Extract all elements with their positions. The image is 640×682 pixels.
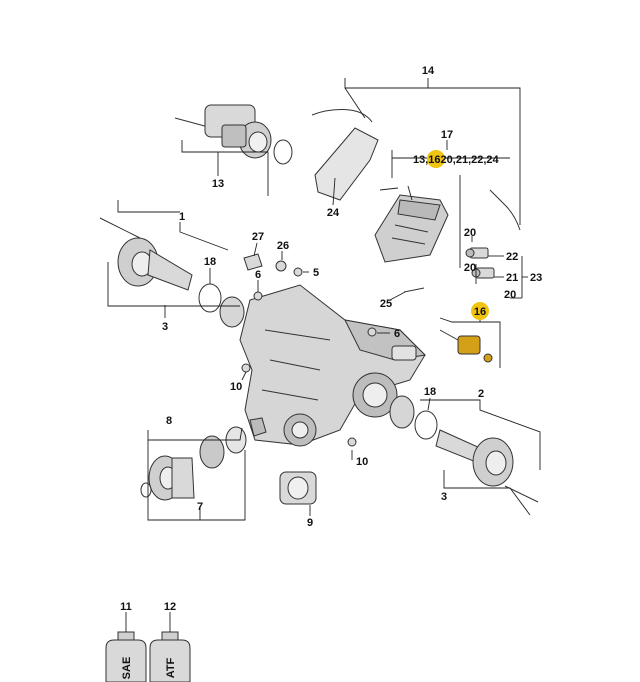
callout-1[interactable]: 1	[179, 211, 185, 223]
right-circlip[interactable]	[414, 410, 438, 440]
oil-bottle-sae[interactable]: SAE	[105, 631, 147, 682]
oil-bottle-atf[interactable]: ATF	[149, 631, 191, 682]
drain-screw-10b[interactable]	[347, 437, 357, 447]
leader-lines	[107, 78, 541, 632]
callout-6-right[interactable]: 6	[394, 328, 400, 340]
plug-screw-5[interactable]	[293, 267, 303, 277]
control-unit[interactable]	[374, 194, 449, 263]
plug-screw-6a[interactable]	[253, 291, 263, 301]
callout-2[interactable]: 2	[478, 388, 484, 400]
highlight-marker-16-top	[427, 150, 445, 168]
plug-screw-6b[interactable]	[367, 327, 377, 337]
valve-block[interactable]	[439, 329, 493, 363]
right-shaft-seal[interactable]	[389, 395, 415, 429]
cover-plate[interactable]	[314, 127, 379, 201]
callout-10-bottom[interactable]: 10	[356, 456, 368, 468]
callout-26[interactable]: 26	[277, 240, 289, 252]
pinion-flange[interactable]	[148, 455, 195, 501]
callout-17-members[interactable]: 13,1620,21,22,24	[413, 154, 500, 166]
o-ring-seal[interactable]	[273, 139, 293, 165]
bracket-clip[interactable]	[243, 253, 263, 271]
left-shaft-seal[interactable]	[219, 296, 245, 328]
callout-23[interactable]: 23	[530, 272, 542, 284]
callout-3-left[interactable]: 3	[162, 321, 168, 333]
callout-20-top[interactable]: 20	[464, 227, 476, 239]
callout-27[interactable]: 27	[252, 231, 264, 243]
callout-9[interactable]: 9	[307, 517, 313, 529]
callout-3-right[interactable]: 3	[441, 491, 447, 503]
callout-22[interactable]: 22	[506, 251, 518, 263]
right-flange-shaft[interactable]	[435, 429, 539, 503]
bolt-13[interactable]	[407, 185, 413, 201]
callout-16[interactable]: 16	[474, 306, 486, 318]
callout-labels: 14 17 13,1620,21,22,24 13 24 1 27 26 18 …	[120, 65, 542, 613]
mount-bush[interactable]	[279, 471, 317, 505]
bottle-label-atf: ATF	[165, 657, 177, 678]
callout-13[interactable]: 13	[212, 178, 224, 190]
callout-18-right[interactable]: 18	[424, 386, 436, 398]
drain-screw-10a[interactable]	[241, 363, 251, 373]
callout-11[interactable]: 11	[120, 601, 132, 613]
callout-20-bottom[interactable]: 20	[504, 289, 516, 301]
oil-pipe[interactable]	[311, 109, 521, 231]
pinion-circlip[interactable]	[140, 482, 152, 498]
callout-5[interactable]: 5	[313, 267, 319, 279]
callout-24[interactable]: 24	[327, 207, 340, 219]
bottle-label-sae: SAE	[121, 657, 133, 680]
callout-10-left[interactable]: 10	[230, 381, 242, 393]
callout-17[interactable]: 17	[441, 129, 453, 141]
differential-housing[interactable]	[239, 284, 427, 447]
actuator-motor[interactable]	[174, 104, 272, 159]
callout-14[interactable]: 14	[422, 65, 435, 77]
callout-18-left[interactable]: 18	[204, 256, 216, 268]
left-circlip[interactable]	[198, 283, 222, 313]
plug-screw-top[interactable]	[275, 260, 287, 272]
callout-20-mid[interactable]: 20	[464, 262, 476, 274]
callout-8[interactable]: 8	[166, 415, 172, 427]
left-flange-shaft[interactable]	[99, 217, 193, 291]
highlight-marker-16	[471, 302, 489, 320]
bolt-25[interactable]	[403, 287, 425, 293]
callout-7[interactable]: 7	[197, 501, 203, 513]
callout-6-top[interactable]: 6	[255, 269, 261, 281]
callout-25[interactable]: 25	[380, 298, 392, 310]
callout-12[interactable]: 12	[164, 601, 176, 613]
taper-bearing[interactable]	[199, 435, 225, 469]
callout-21[interactable]: 21	[506, 272, 518, 284]
pressure-sensor-upper[interactable]	[465, 247, 489, 259]
